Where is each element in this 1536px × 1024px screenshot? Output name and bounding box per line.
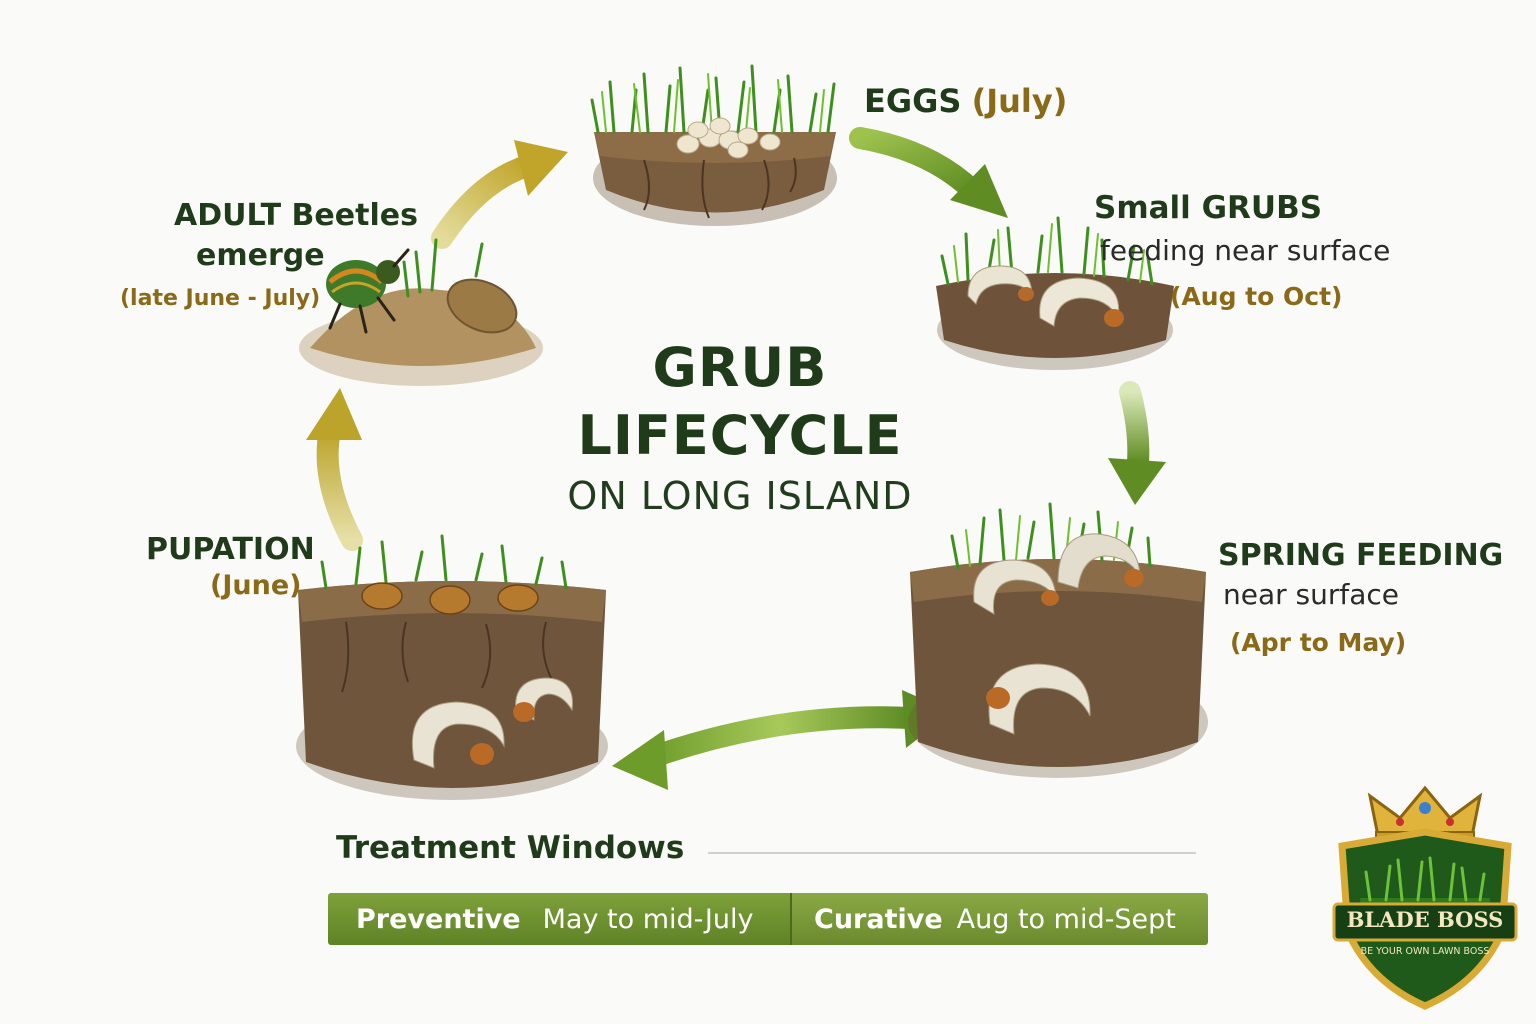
pupation-illustration [296,534,608,800]
small-grubs-detail: feeding near surface [1100,234,1391,267]
preventive-label: Preventive [356,903,521,935]
adult-period: (late June - July) [120,286,321,311]
preventive-window-bar: Preventive May to mid-July [328,893,790,945]
eggs-illustration [590,64,837,226]
curative-window: Aug to mid-Sept [956,903,1176,935]
beetle-icon [326,248,410,334]
adult-name-line-1: ADULT Beetles [174,198,418,233]
pupation-period: (June) [210,570,302,601]
spring-feeding-period: (Apr to May) [1230,628,1407,657]
curative-label: Curative [814,903,943,935]
spring-feeding-name: SPRING FEEDING [1218,538,1504,573]
title-line-2: LIFECYCLE [577,404,903,467]
arrow-adult-to-eggs [431,140,568,249]
pupation-name: PUPATION [146,532,315,567]
title-line-1: GRUB [652,336,828,399]
small-grubs-illustration [936,216,1174,370]
small-grubs-period: (Aug to Oct) [1170,282,1343,311]
logo-tagline: BE YOUR OWN LAWN BOSS [1361,946,1490,957]
eggs-period: (July) [971,82,1068,120]
blade-boss-logo: BLADE BOSS BE YOUR OWN LAWN BOSS [1332,785,1518,1010]
arrow-eggs-to-small-grubs [849,127,1008,218]
preventive-window: May to mid-July [542,903,754,935]
treatment-windows-heading: Treatment Windows [336,830,685,866]
arrow-pupation-to-adult [306,388,363,551]
eggs-name: EGGS [864,82,962,120]
curative-window-bar: Curative Aug to mid-Sept [790,893,1208,945]
spring-feeding-detail: near surface [1223,578,1400,611]
heading-divider [708,852,1196,854]
small-grubs-name: Small GRUBS [1094,190,1323,226]
logo-name: BLADE BOSS [1347,907,1504,932]
arrow-small-to-spring [1108,381,1166,505]
title-line-3: ON LONG ISLAND [567,474,913,518]
spring-feeding-illustration [908,502,1208,778]
adult-beetle-illustration [299,238,543,386]
eggs-label: EGGS (July) [864,82,1067,120]
adult-name-line-2: emerge [196,238,325,273]
